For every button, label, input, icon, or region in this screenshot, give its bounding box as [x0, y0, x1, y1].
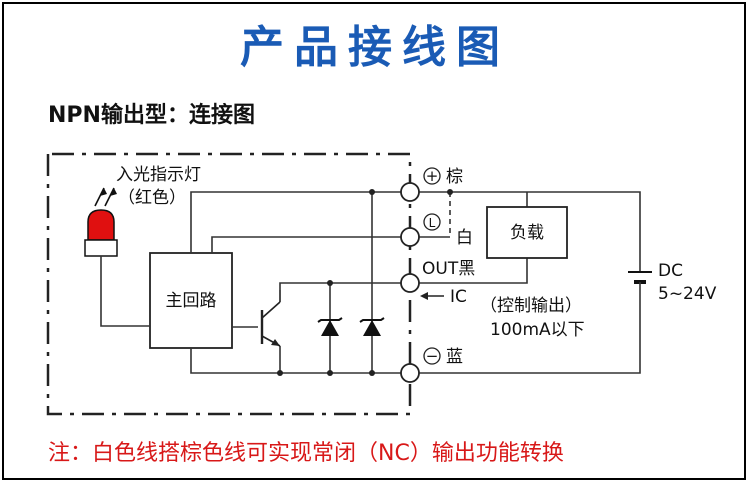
sensor-housing: [46, 152, 412, 416]
voltage-range-label: 5~24V: [658, 284, 717, 304]
battery-icon: [628, 271, 652, 294]
npn-transistor-icon: [260, 290, 281, 347]
indicator-color-label: （红色）: [118, 188, 186, 208]
terminal-brown: [400, 182, 420, 202]
outer-frame: [2, 2, 746, 480]
ic-arrow-icon: [420, 292, 444, 300]
zener-diode-icon: [317, 317, 343, 336]
l-symbol-icon: L: [423, 213, 441, 231]
out-black-label: OUT黑: [422, 259, 475, 279]
terminal-white: [400, 227, 420, 247]
dc-label: DC: [658, 261, 683, 281]
footer-note: 注：白色线搭棕色线可实现常闭（NC）输出功能转换: [48, 441, 564, 466]
plus-icon: +: [423, 167, 441, 185]
ic-label: IC: [450, 287, 467, 307]
brown-label: 棕: [446, 167, 463, 187]
main-circuit-box: [149, 252, 233, 349]
light-arrows-icon: [94, 187, 117, 207]
zener-diode-icon: [359, 317, 385, 336]
indicator-label: 入光指示灯: [116, 165, 201, 185]
junction-dots: [277, 189, 453, 376]
indicator-lamp-icon: [84, 209, 118, 257]
svg-text:−: −: [426, 347, 439, 365]
terminal-blue: [400, 363, 420, 383]
main-circuit-label: 主回路: [166, 291, 217, 311]
white-label: 白: [456, 228, 473, 248]
page-title: 产品接线图: [240, 22, 510, 73]
minus-icon: −: [423, 347, 441, 365]
current-label: 100mA以下: [490, 320, 585, 340]
terminal-out: [400, 273, 420, 293]
load-box: [486, 206, 568, 259]
circuit-wires: [100, 191, 641, 374]
svg-text:+: +: [426, 167, 439, 185]
svg-text:L: L: [429, 216, 436, 230]
control-output-label: （控制输出）: [480, 296, 582, 316]
diagram-subtitle: NPN输出型：连接图: [48, 102, 255, 128]
load-label: 负载: [510, 223, 544, 243]
blue-label: 蓝: [446, 347, 463, 367]
